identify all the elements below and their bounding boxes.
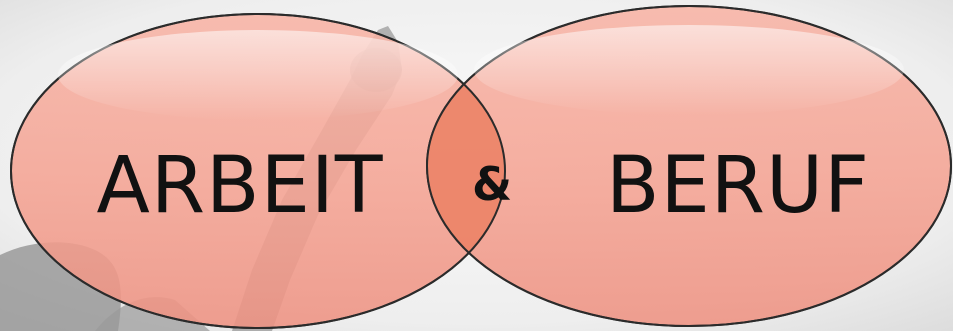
left-label: ARBEIT (97, 141, 384, 231)
left-ellipse-shine (58, 30, 458, 120)
center-label: & (472, 157, 512, 211)
right-label: BERUF (606, 141, 870, 231)
right-ellipse-shine (474, 25, 904, 115)
